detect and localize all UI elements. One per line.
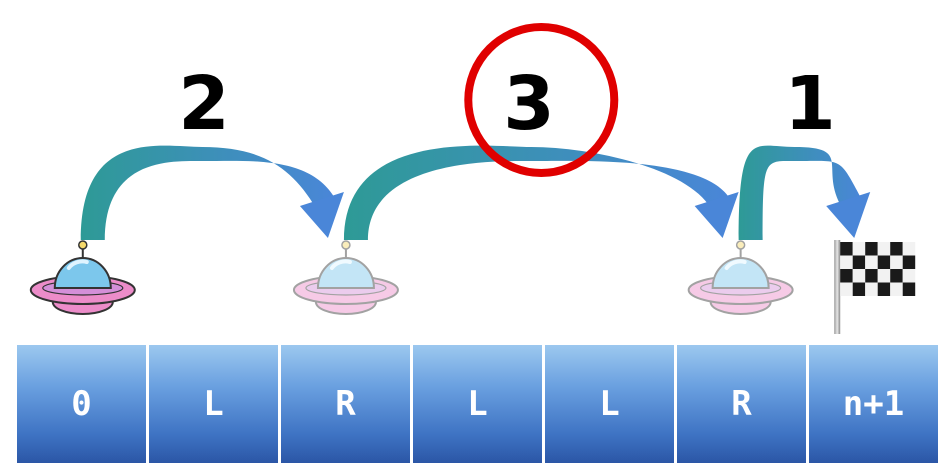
cell-label: R — [335, 384, 356, 424]
jump-arc-2 — [738, 145, 871, 240]
arrowhead — [299, 192, 344, 238]
arc-shaft — [738, 145, 863, 240]
arrowhead — [826, 192, 871, 238]
cell-label: L — [467, 384, 488, 424]
cell-2: R — [281, 345, 413, 463]
arrowhead — [694, 192, 739, 238]
jump-arc-0 — [80, 145, 344, 240]
cell-3: L — [413, 345, 545, 463]
cell-strip: 0 L R L L R n+1 — [17, 345, 938, 463]
cell-1: L — [149, 345, 281, 463]
checkered-flag-icon — [834, 240, 916, 334]
cell-label: 0 — [71, 384, 92, 424]
jump-length-label-0: 2 — [178, 61, 230, 147]
cell-label: L — [203, 384, 224, 424]
highlight-ring — [464, 23, 619, 177]
cell-label: n+1 — [842, 384, 905, 424]
cell-label: L — [599, 384, 620, 424]
cell-6: n+1 — [809, 345, 938, 463]
cell-0: 0 — [17, 345, 149, 463]
arc-shaft — [343, 145, 731, 240]
ufo-icon — [292, 240, 399, 315]
jump-length-label-2: 1 — [784, 61, 836, 147]
ufo-icon — [29, 240, 136, 315]
cell-5: R — [677, 345, 809, 463]
ufo-icon — [687, 240, 794, 315]
cell-4: L — [545, 345, 677, 463]
arc-shaft — [80, 145, 336, 240]
jump-arc-1 — [343, 145, 739, 240]
jump-length-label-1: 3 — [503, 61, 555, 147]
cell-label: R — [731, 384, 752, 424]
